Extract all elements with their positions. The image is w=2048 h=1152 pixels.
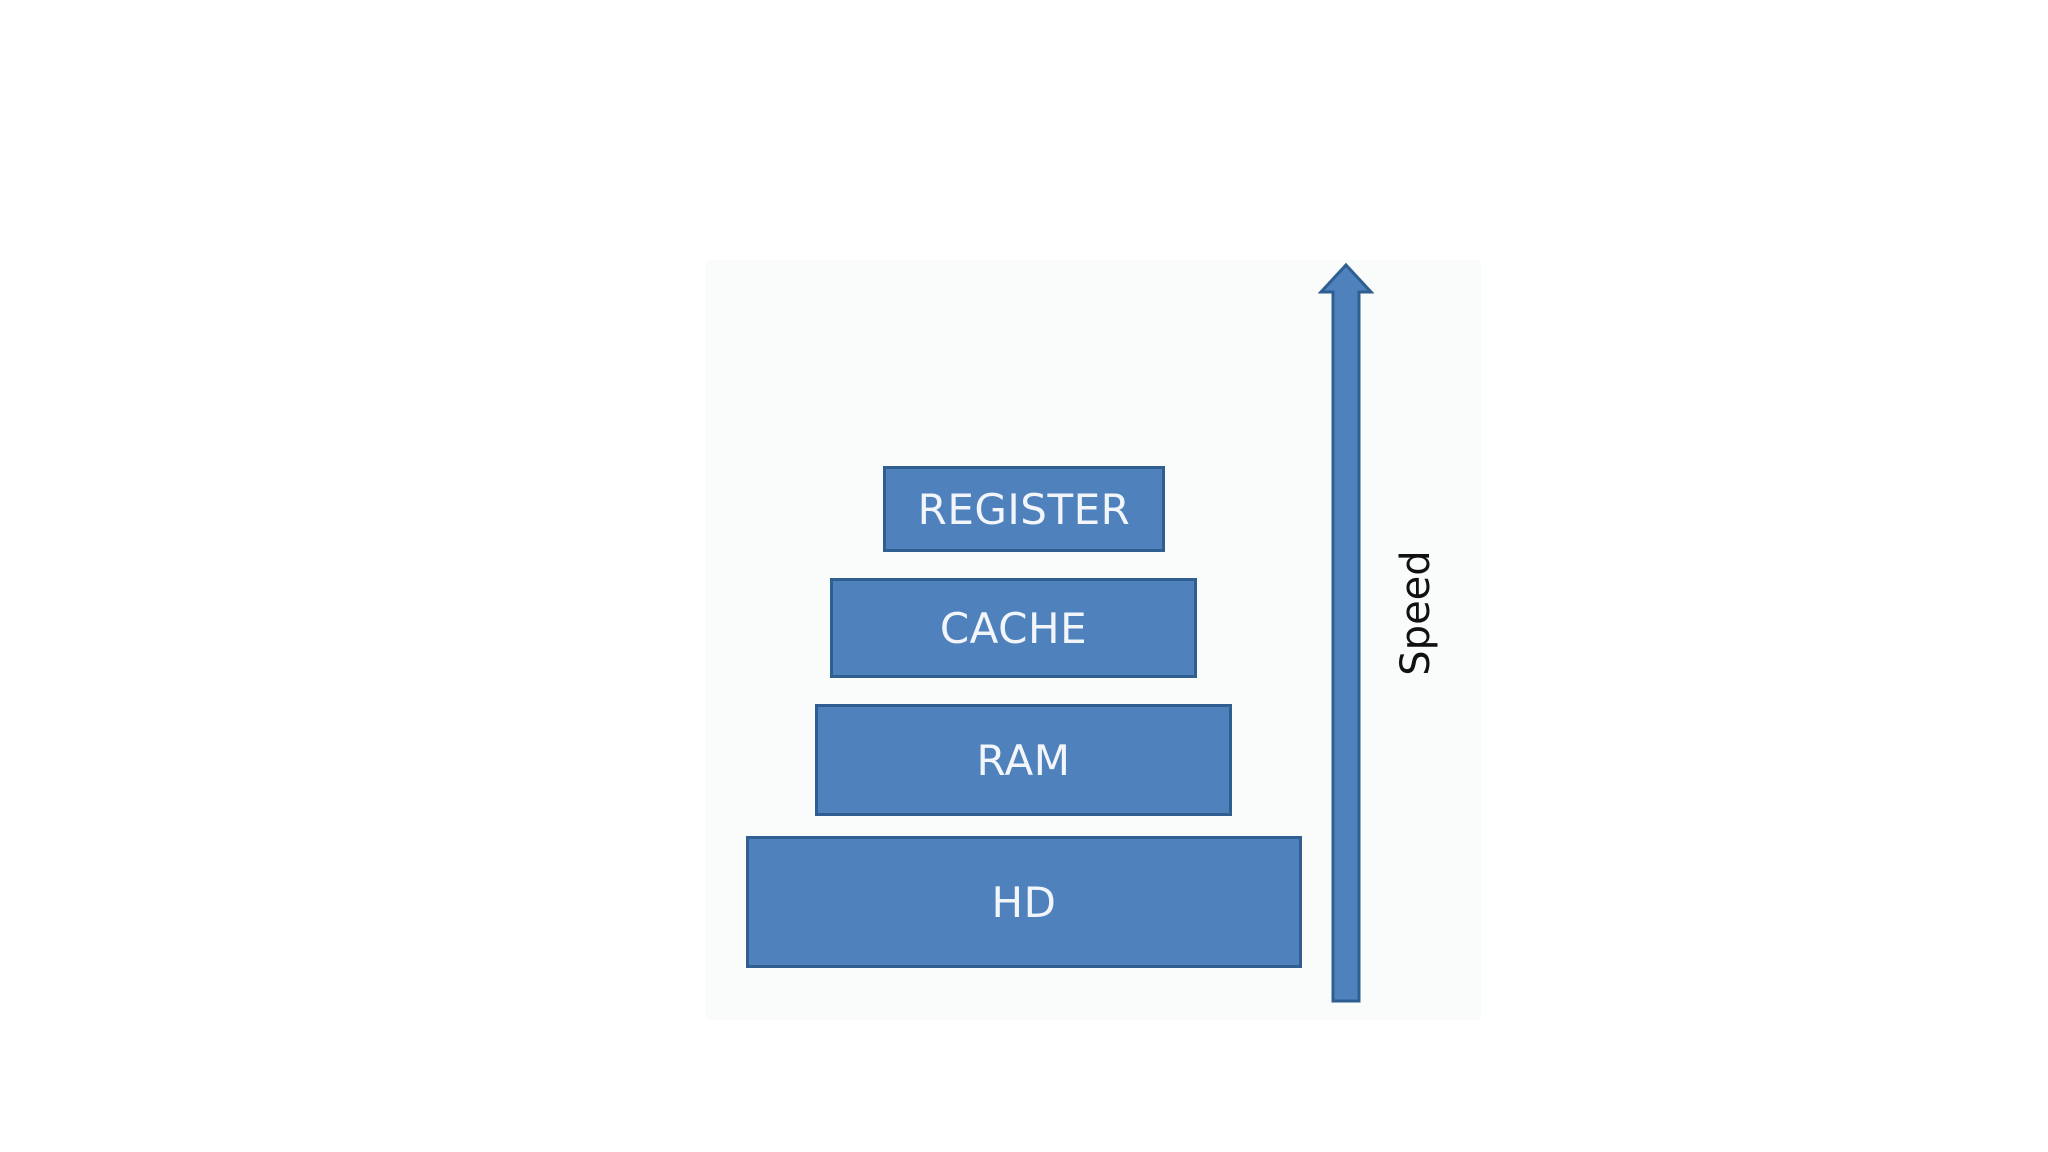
memory-level-hd: HD: [746, 836, 1302, 968]
memory-level-register-label: REGISTER: [917, 484, 1131, 534]
memory-level-ram: RAM: [815, 704, 1232, 816]
speed-up-arrow-icon: [1318, 262, 1374, 1003]
speed-axis-label-text: Speed: [1393, 550, 1439, 676]
memory-level-cache: CACHE: [830, 578, 1197, 678]
memory-level-hd-label: HD: [991, 877, 1057, 927]
memory-level-ram-label: RAM: [976, 735, 1071, 785]
memory-level-cache-label: CACHE: [939, 603, 1088, 653]
memory-level-register: REGISTER: [883, 466, 1165, 552]
